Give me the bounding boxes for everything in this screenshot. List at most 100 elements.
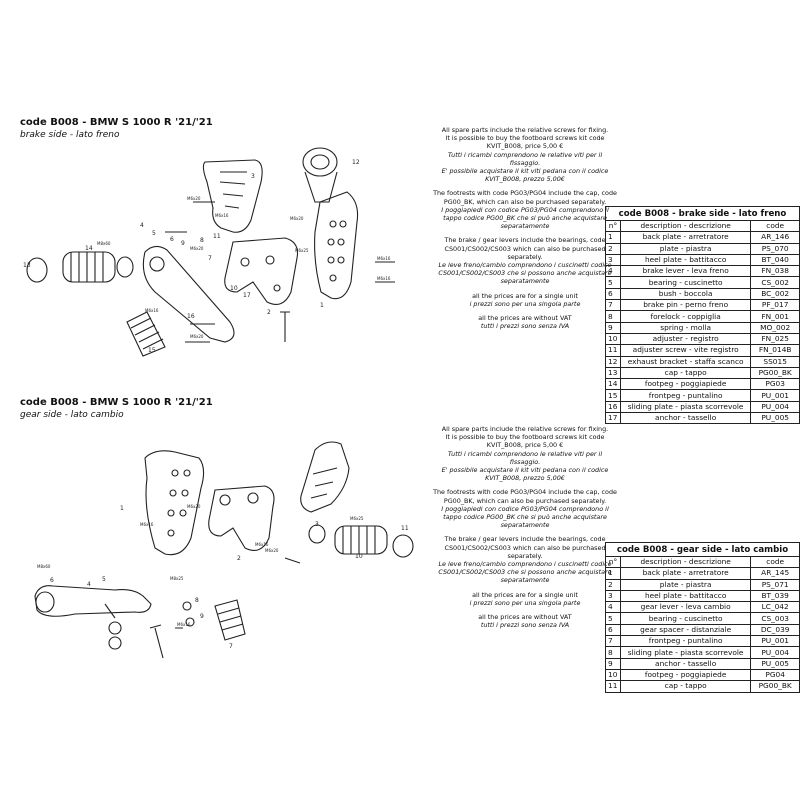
part-number: 8 (605, 310, 621, 323)
part-description: frontpeg - puntalino (619, 635, 752, 648)
note-cap-it: I poggiapiedi con codice PG03/PG04 compr… (441, 205, 609, 231)
brake-screw-label: M6x16 (145, 308, 159, 313)
gear-parts-table: code B008 - gear side - lato cambio n° d… (605, 542, 800, 693)
part-code: PU_005 (750, 657, 800, 670)
part-description: anchor - tassello (619, 412, 752, 425)
brake-notes: All spare parts include the relative scr… (432, 126, 618, 330)
gear-heel-plate-drawing (300, 441, 350, 513)
part-code: FN_014B (750, 344, 800, 357)
note-buy-it: E' possibile acquistare il kit viti peda… (441, 167, 609, 184)
note-buy-en: It is possible to buy the footboard scre… (445, 134, 605, 151)
note-bearings-it: Le leve freno/cambio comprendono i cusci… (438, 261, 612, 286)
part-number: 9 (605, 321, 621, 334)
part-description: plate - piastra (619, 242, 752, 255)
gear-footpeg-drawing (308, 524, 414, 558)
part-description: brake pin - perno freno (619, 299, 752, 312)
part-number: 3 (605, 589, 621, 603)
gear-screw-label: M6x20 (187, 504, 201, 509)
brake-screw-label: M6x16 (215, 213, 229, 218)
brake-title: code B008 - BMW S 1000 R '21/'21 (20, 117, 213, 128)
note-screws-en: All spare parts include the relative scr… (441, 425, 609, 433)
brake-parts-table: code B008 - brake side - lato freno n° d… (605, 206, 800, 425)
brake-callout-11: 11 (213, 233, 221, 240)
note-buy-it: E' possibile acquistare il kit viti peda… (441, 466, 609, 483)
note-screws-it: Tutti i ricambi comprendono le relative … (447, 150, 603, 167)
note-screws-en: All spare parts include the relative scr… (441, 126, 609, 134)
part-number: 12 (605, 355, 621, 368)
brake-frontpeg-drawing (126, 311, 166, 357)
part-description: anchor - tassello (619, 657, 752, 670)
part-code: FN_025 (750, 332, 800, 346)
part-code: PG00_BK (750, 680, 800, 693)
part-description: forelock - coppiglia (619, 310, 752, 323)
brake-screw-label: M8x60 (97, 241, 111, 246)
gear-callout-9: 9 (200, 613, 204, 620)
note-vat-en: all the prices are without VAT (478, 613, 572, 622)
part-number: 6 (605, 623, 621, 637)
note-vat-en: all the prices are without VAT (478, 314, 572, 323)
brake-callout-15: 15 (148, 347, 156, 354)
part-number: 10 (605, 332, 621, 346)
part-number: 17 (605, 412, 621, 425)
part-code: PU_004 (750, 646, 800, 659)
part-description: sliding plate - piasta scorrevole (619, 400, 752, 414)
note-single-it: i prezzi sono per una singola parte (469, 299, 581, 308)
gear-callout-2: 2 (237, 555, 241, 562)
brake-callout-17: 17 (243, 292, 251, 299)
part-number: 8 (605, 646, 621, 659)
part-number: 14 (605, 378, 621, 391)
gear-table-title: code B008 - gear side - lato cambio (605, 542, 800, 557)
col-code: code (750, 219, 800, 233)
note-single-en: all the prices are for a single unit (472, 291, 578, 300)
part-description: gear spacer - distanziale (619, 623, 752, 637)
part-number: 9 (605, 657, 621, 670)
part-code: FN_001 (750, 310, 800, 323)
part-code: PG04 (750, 668, 800, 682)
gear-screw-label: M8x25 (170, 576, 184, 581)
note-bearings-it: Le leve freno/cambio comprendono i cusci… (438, 560, 612, 585)
part-code: PG03 (750, 378, 800, 391)
part-description: gear lever - leva cambio (619, 601, 752, 614)
brake-screw-label: M6x20 (190, 334, 204, 339)
brake-callout-6: 6 (170, 236, 174, 243)
gear-frontpeg-drawing (214, 599, 246, 641)
part-description: spring - molla (619, 321, 752, 334)
note-vat-it: tutti i prezzi sono senza IVA (480, 621, 570, 630)
brake-screw-label: M6x25 (295, 248, 309, 253)
brake-callout-13: 13 (23, 262, 31, 269)
part-number: 16 (605, 400, 621, 414)
gear-screw-label: M6x25 (350, 516, 364, 521)
gear-exploded-diagram: 1 2 3 4 5 6 7 8 9 10 11 M6x16 M6x20 M6x1… (34, 441, 414, 659)
part-description: bearing - cuscinetto (619, 276, 752, 289)
brake-screw-label: M6x16 (377, 256, 391, 261)
part-code: FN_038 (750, 265, 800, 278)
gear-subtitle: gear side - lato cambio (20, 410, 124, 420)
part-description: footpeg - poggiapiede (619, 378, 752, 391)
part-code: BC_002 (750, 287, 800, 301)
gear-notes: All spare parts include the relative scr… (432, 425, 618, 629)
brake-callout-1: 1 (320, 302, 324, 309)
brake-screw-label: M6x20 (190, 246, 204, 251)
brake-callout-7: 7 (208, 255, 212, 262)
brake-callout-14: 14 (85, 245, 93, 252)
part-description: cap - tappo (619, 680, 752, 693)
part-code: PF_017 (750, 299, 800, 312)
part-description: cap - tappo (619, 366, 752, 380)
part-number: 4 (605, 265, 621, 278)
part-number: 7 (605, 635, 621, 648)
part-code: PU_005 (750, 412, 800, 425)
part-number: 1 (605, 567, 621, 580)
part-code: AR_146 (750, 231, 800, 244)
